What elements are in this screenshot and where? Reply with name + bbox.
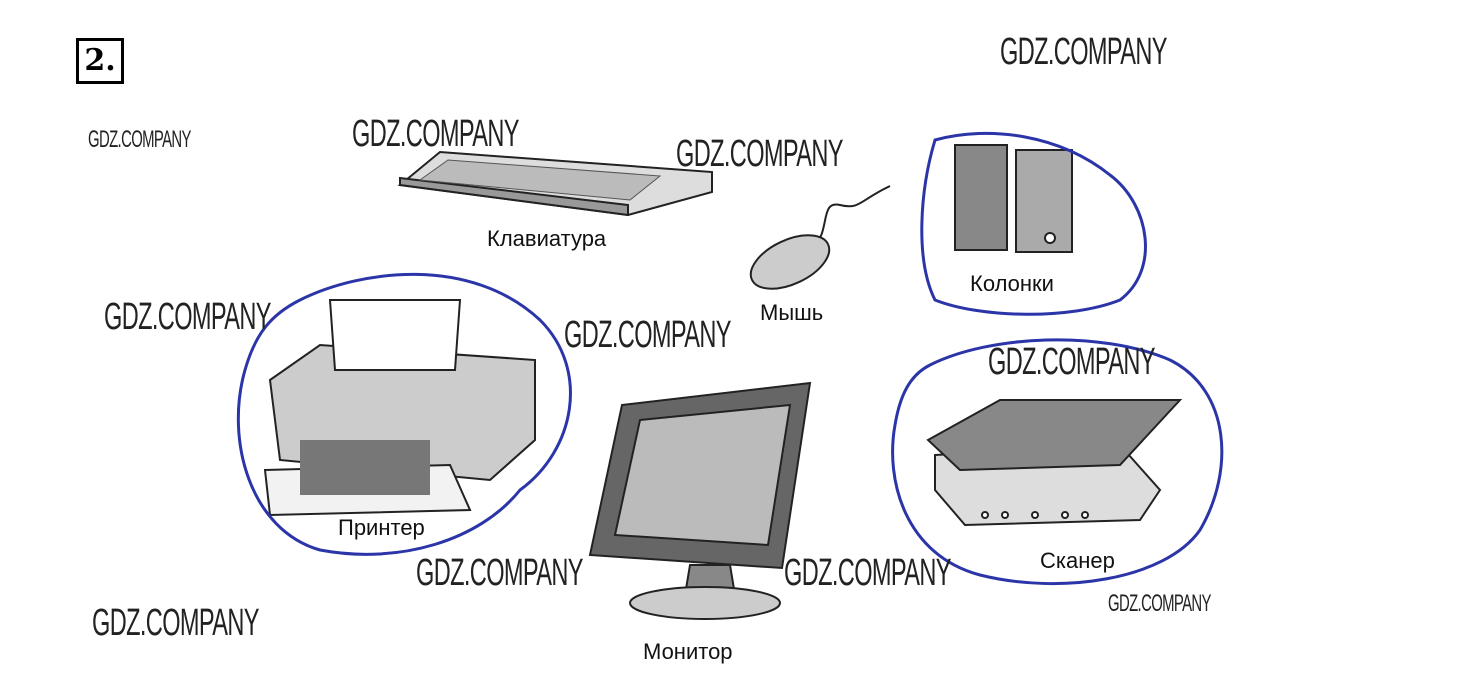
scanner-circle: [891, 338, 1224, 585]
scanner-label: Сканер: [1040, 548, 1115, 573]
speakers-circle: [920, 131, 1147, 316]
selection-circles: [236, 131, 1224, 585]
printer-label: Принтер: [338, 515, 425, 540]
monitor-image: [588, 381, 812, 620]
watermark: GDZ.COMPANY: [352, 113, 519, 155]
keyboard-image: [397, 150, 713, 217]
printer-image: [263, 299, 536, 517]
mouse-image: [749, 185, 891, 290]
monitor-label: Монитор: [643, 639, 733, 664]
speakers-image: [954, 144, 1073, 253]
speakers-label: Колонки: [970, 271, 1054, 296]
watermark: GDZ.COMPANY: [564, 314, 731, 356]
watermark: GDZ.COMPANY: [1000, 31, 1167, 73]
watermark: GDZ.COMPANY: [988, 341, 1155, 383]
watermark: GDZ.COMPANY: [676, 133, 843, 175]
printer-circle: [236, 272, 572, 556]
watermark: GDZ.COMPANY: [92, 602, 259, 644]
watermark: GDZ.COMPANY: [784, 552, 951, 594]
task-number: 2.: [76, 38, 124, 84]
scanner-image: [926, 399, 1183, 527]
mouse-label: Мышь: [760, 300, 824, 325]
watermark: GDZ.COMPANY: [1108, 590, 1211, 617]
watermark: GDZ.COMPANY: [88, 126, 191, 153]
watermark: GDZ.COMPANY: [416, 552, 583, 594]
watermark: GDZ.COMPANY: [104, 296, 271, 338]
keyboard-label: Клавиатура: [487, 226, 607, 251]
